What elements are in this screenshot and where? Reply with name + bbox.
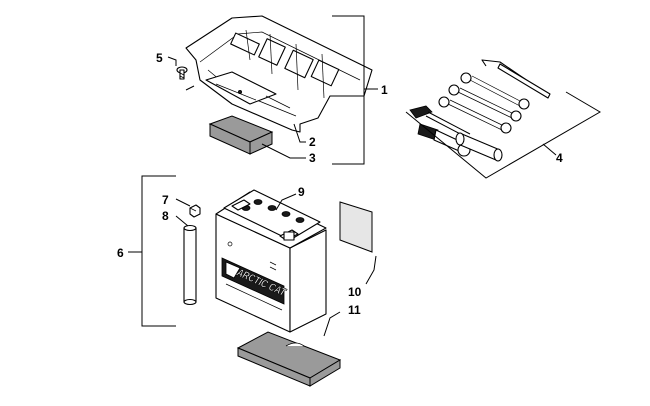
callout-7: 7 — [162, 193, 169, 207]
callout-5: 5 — [156, 51, 163, 65]
foam-pad — [208, 115, 274, 155]
battery-tray — [185, 15, 373, 133]
tool-kit — [409, 59, 551, 162]
callout-9: 9 — [298, 185, 305, 199]
vent-tube — [183, 224, 197, 306]
callout-8: 8 — [162, 209, 169, 223]
callout-4: 4 — [556, 151, 563, 165]
screw — [176, 66, 188, 80]
callout-6: 6 — [117, 246, 124, 260]
callout-1: 1 — [381, 83, 388, 97]
terminal-nut — [189, 204, 201, 218]
callout-2: 2 — [309, 135, 316, 149]
foam-base — [236, 331, 342, 387]
battery: ARCTIC CAT — [215, 189, 327, 333]
callout-3: 3 — [309, 151, 316, 165]
battery-pad — [339, 201, 373, 253]
callout-11: 11 — [348, 303, 361, 317]
callout-10: 10 — [348, 285, 362, 299]
